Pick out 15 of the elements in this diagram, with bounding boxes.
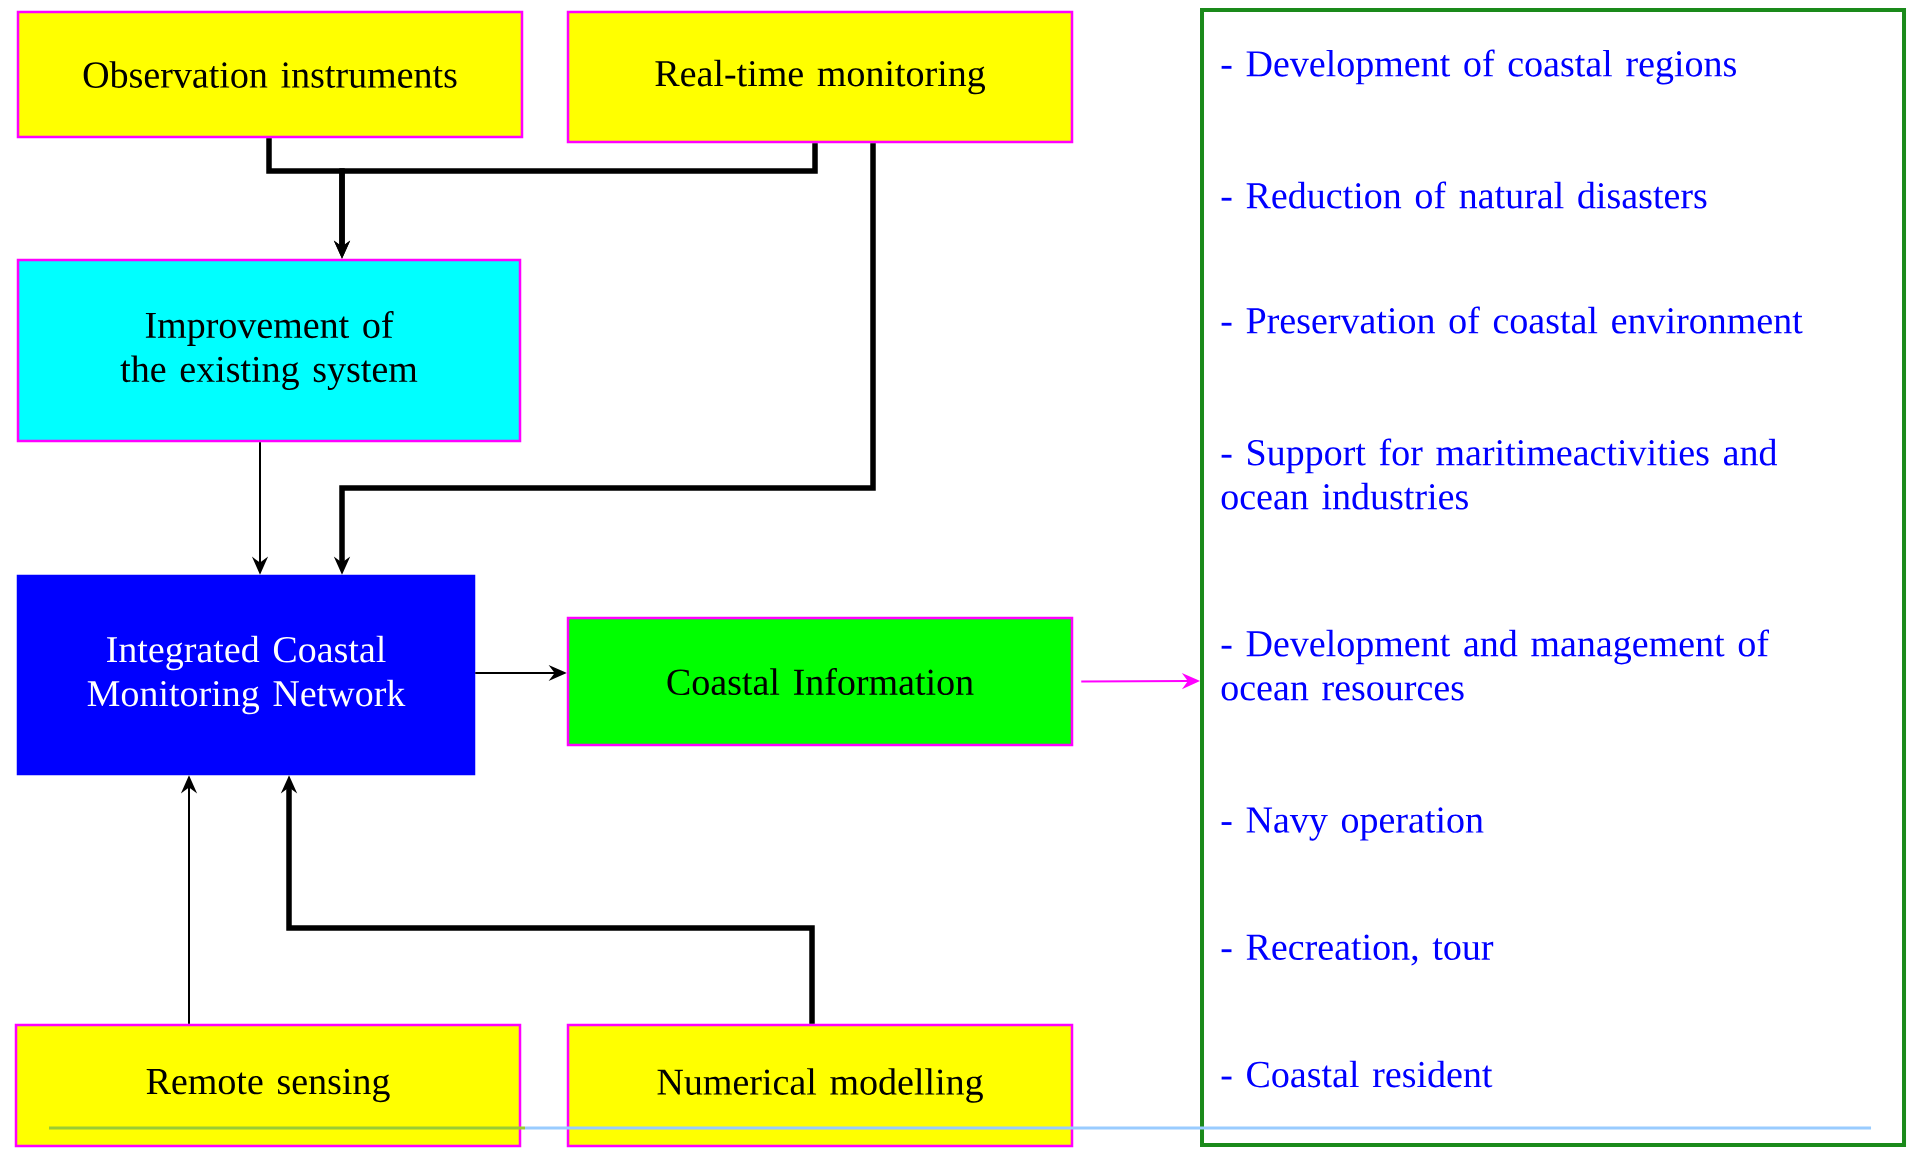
output-box: Coastal Information [566,616,1074,747]
list-item: - Coastal resident [1221,1060,1493,1088]
process-box: Improvement of the existing system [16,258,522,443]
list-item: - Reduction of natural disasters [1221,181,1707,209]
list-item: - Navy operation [1221,807,1484,841]
process-box: Real-time monitoring [566,10,1074,144]
list-item: - Recreation, tour [1221,934,1494,966]
list-item: - Development of coastal regions [1221,49,1736,85]
list-item: - Development and management of ocean resources [1221,629,1769,701]
process-box: Numerical modelling [566,1023,1074,1148]
process-box: Remote sensing [14,1023,522,1148]
process-box: Observation instruments [16,10,524,139]
list-item: - Support for maritimeactivities and ocean industries [1221,438,1777,510]
network-box: Integrated Coastal Monitoring Network [16,574,476,776]
list-item: - Preservation of coastal environment [1221,306,1803,334]
